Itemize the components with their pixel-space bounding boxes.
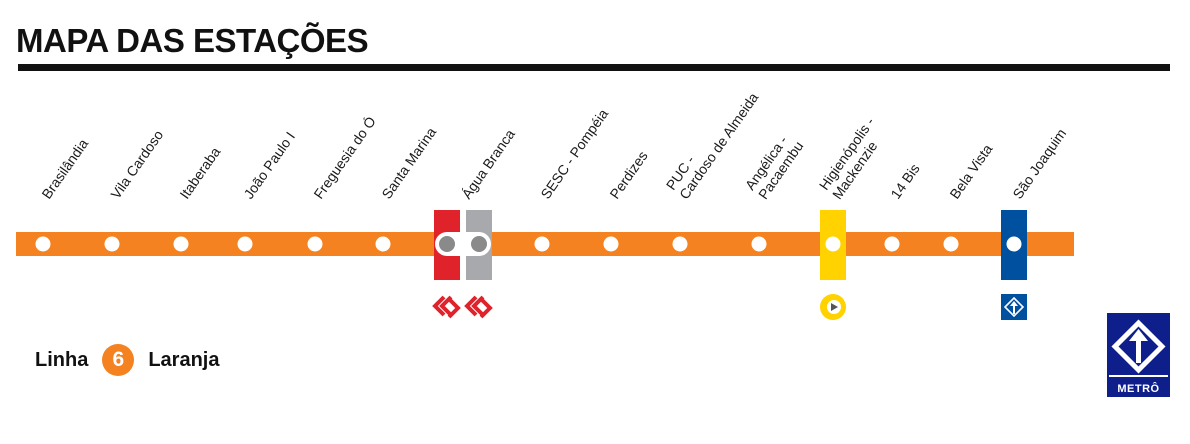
metro-logo-text: METRÔ [1117,383,1160,395]
station-label: Perdizes [606,148,650,202]
station-label: Higienópolis -Mackenzie [816,114,891,202]
legend-prefix: Linha [35,348,89,371]
station-dot [603,236,619,252]
station-label: Angélica -Pacaembu [742,129,807,202]
station-dot [104,236,120,252]
station-dot [1006,236,1022,252]
station-dot [35,236,51,252]
station-label: São Joaquim [1009,126,1069,202]
station-dot [375,236,391,252]
station-label: Bela Vista [946,141,995,202]
line-number-badge: 6 [102,344,135,376]
station[interactable]: Água Branca [432,126,518,319]
station-label: João Paulo I [240,129,298,202]
station[interactable]: São Joaquim [1001,126,1069,320]
station-label: 14 Bis [887,161,922,202]
legend-line-name: Laranja [148,348,220,371]
station[interactable]: Higienópolis -Mackenzie [816,114,891,320]
station-label: Itaberaba [176,144,223,202]
station-label: Água Branca [458,126,518,202]
metro-logo: METRÔ [1107,313,1170,397]
station[interactable]: PUC -Cardoso de Almeida [663,80,762,252]
viaquatro-icon [820,294,846,320]
metro-icon [1001,294,1027,320]
station[interactable]: Freguesia do Ó [307,113,379,252]
station-dot [751,236,767,252]
station-label: SESC - Pompéia [537,106,611,202]
station-dot [825,236,841,252]
station-label: Freguesia do Ó [310,113,379,201]
station-dot [173,236,189,252]
station-dot [534,236,550,252]
station-label: Vila Cardoso [107,127,166,202]
station-dot [884,236,900,252]
station-label: Santa Marina [378,124,439,202]
station-dot [307,236,323,252]
station-label: Brasilândia [38,136,91,202]
metro-logo-icon [1107,313,1170,397]
title-divider [18,64,1170,71]
station-dot [237,236,253,252]
cptm-icon [432,295,461,319]
page-title: MAPA DAS ESTAÇÕES [16,22,369,59]
station-dot [435,232,491,256]
station[interactable]: SESC - Pompéia [534,106,612,252]
cptm-icon [464,295,493,319]
station-dot [672,236,688,252]
station-dot [943,236,959,252]
line-legend: Linha 6 Laranja [35,344,220,376]
